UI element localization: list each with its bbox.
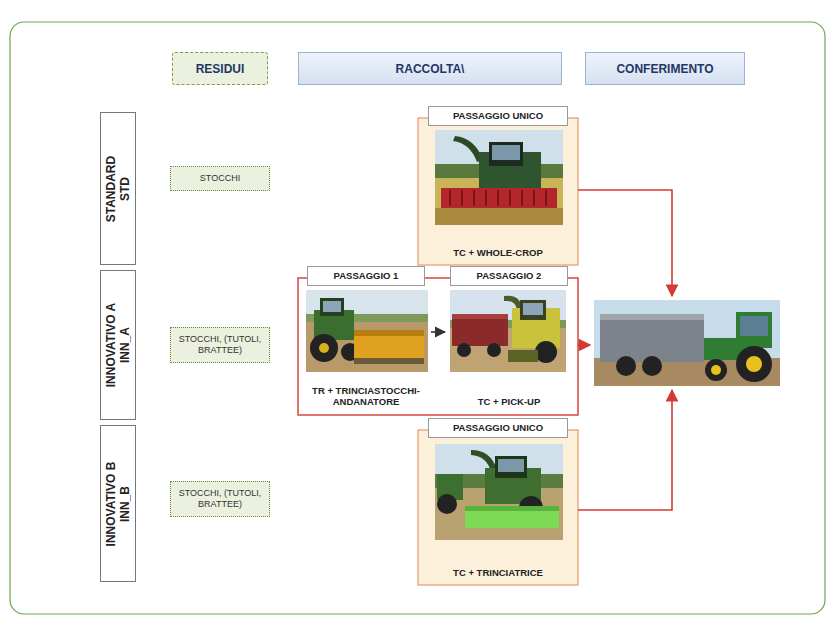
inn-a-panel xyxy=(298,278,578,415)
row-label: INNOVATIVO B INN_B xyxy=(100,425,136,582)
column-title: RACCOLTA\ xyxy=(390,62,471,76)
step-caption: TC + WHOLE-CROP xyxy=(438,247,558,258)
step-header: PASSAGGIO UNICO xyxy=(428,106,568,126)
delivery-arrow xyxy=(578,390,672,510)
inn-b-panel xyxy=(418,430,578,585)
residue-text: STOCCHI, (TUTOLI, BRATTEE) xyxy=(175,488,265,510)
column-title: RESIDUI xyxy=(190,62,251,76)
step-arrow xyxy=(431,331,445,333)
residue-box: STOCCHI, (TUTOLI, BRATTEE) xyxy=(170,481,270,517)
residue-box: STOCCHI, (TUTOLI, BRATTEE) xyxy=(170,327,270,363)
row-title: INNOVATIVO A INN_A xyxy=(104,300,132,390)
shredder-photo xyxy=(306,290,428,372)
tractor-trailer-photo xyxy=(594,300,780,386)
step-header: PASSAGGIO 1 xyxy=(307,266,425,286)
residue-text: STOCCHI xyxy=(175,173,265,184)
column-header: CONFERIMENTO xyxy=(585,52,745,85)
harvest-step: PASSAGGIO UNICO TC + TRINCIATRICE xyxy=(418,418,578,585)
step-caption: TC + TRINCIATRICE xyxy=(438,567,558,578)
delivery-arrow xyxy=(578,344,590,346)
std-panel xyxy=(418,118,578,265)
pickup-harvester-photo xyxy=(450,290,566,372)
step-header: PASSAGGIO UNICO xyxy=(428,418,568,438)
column-header: RESIDUI xyxy=(172,52,268,85)
residue-box: STOCCHI xyxy=(170,166,270,191)
harvest-step: PASSAGGIO 2 TC + PICK-UP xyxy=(446,266,572,414)
column-title: CONFERIMENTO xyxy=(610,62,719,76)
step-caption: TR + TRINCIASTOCCHI-ANDANATORE xyxy=(306,385,426,407)
row-label: INNOVATIVO A INN_A xyxy=(100,270,136,420)
row-label: STANDARD STD xyxy=(100,112,136,265)
row-title: STANDARD STD xyxy=(104,144,132,234)
residue-text: STOCCHI, (TUTOLI, BRATTEE) xyxy=(175,334,265,356)
step-header: PASSAGGIO 2 xyxy=(450,266,568,286)
step-caption: TC + PICK-UP xyxy=(449,396,569,407)
outer-frame xyxy=(10,22,825,614)
chopper-photo xyxy=(435,444,563,540)
delivery-arrow xyxy=(578,190,672,296)
row-title: INNOVATIVO B INN_B xyxy=(104,459,132,549)
harvester-photo xyxy=(435,130,563,225)
harvest-step: PASSAGGIO UNICO TC + WHOLE-CROP xyxy=(418,106,578,265)
harvest-step: PASSAGGIO 1 TR + TRINCIASTOCCHI-ANDANATOR… xyxy=(302,266,430,414)
column-header: RACCOLTA\ xyxy=(298,52,562,85)
